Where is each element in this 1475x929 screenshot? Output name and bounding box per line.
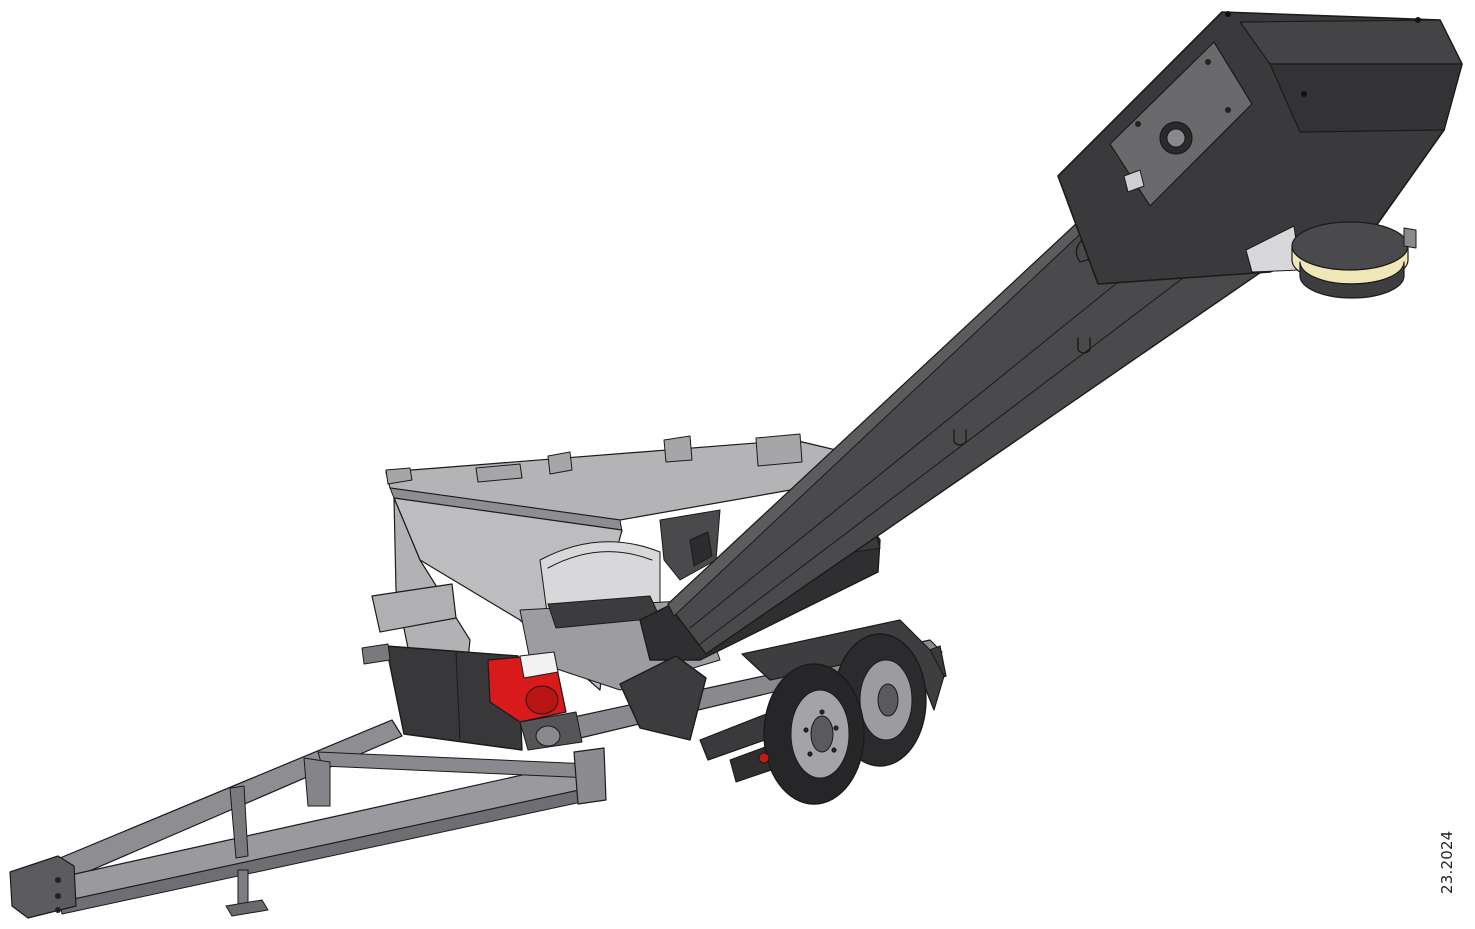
trailer-wheels: [758, 633, 927, 805]
conveyor-tube: [619, 195, 1265, 741]
trailer-tongue: [9, 719, 607, 919]
front-wheel: [763, 663, 865, 805]
drawing-date-stamp: 23.2024: [1438, 830, 1456, 894]
conveyor-head: [1057, 11, 1463, 299]
discharge-spout: [1245, 221, 1417, 299]
engine: [487, 651, 583, 751]
